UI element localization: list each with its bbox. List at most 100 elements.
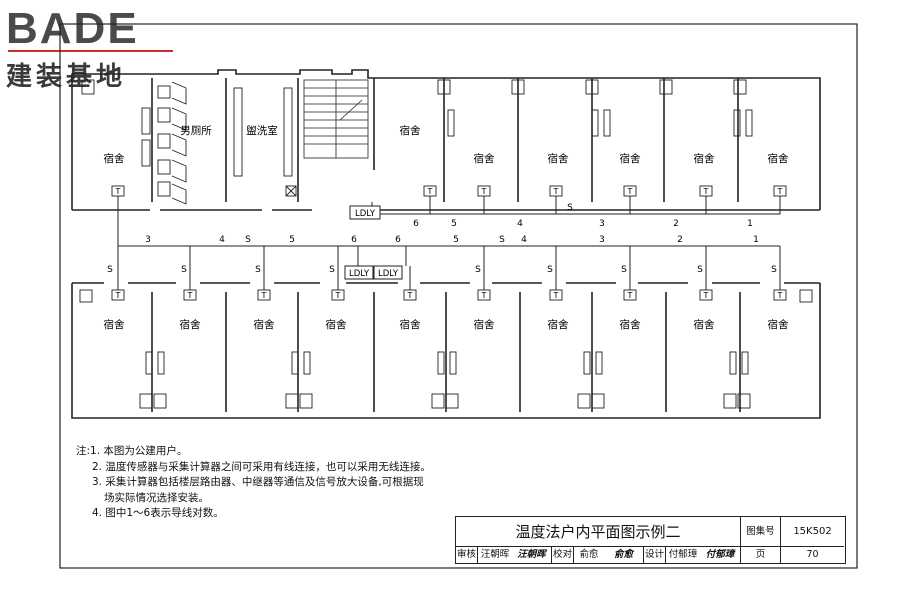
wire-count: 5 [453, 235, 459, 245]
sensor-label: T [777, 291, 783, 300]
toilet-fixtures [141, 81, 297, 205]
room-label: 宿舍 [548, 152, 569, 165]
sensor-label: T [481, 187, 487, 196]
sensor-label: T [261, 291, 267, 300]
sensor-group-top [111, 185, 787, 197]
review-label: 审核 [456, 547, 478, 563]
check-label: 校对 [552, 547, 574, 563]
collector-label: LDLY [355, 209, 376, 219]
wireless-mark: S [567, 203, 573, 213]
room-label-washroom: 盥洗室 [246, 124, 278, 137]
sensor-group-bottom [111, 289, 787, 301]
room-label: 宿舍 [694, 152, 715, 165]
sensor-label: T [427, 187, 433, 196]
sensor-label: T [481, 291, 487, 300]
wireless-mark: S [697, 265, 703, 275]
room-label: 宿舍 [694, 318, 715, 331]
logo-brand: BADE [6, 4, 139, 53]
room-label: 宿舍 [400, 124, 421, 137]
room-label: 宿舍 [768, 318, 789, 331]
sensor-label: T [115, 187, 121, 196]
wire-count: 5 [289, 235, 295, 245]
wire-count: 4 [219, 235, 225, 245]
reviewer-name: 汪朝晖 [480, 549, 510, 560]
building-walls [71, 69, 821, 419]
wireless-mark: S [107, 265, 113, 275]
room-label: 宿舍 [400, 318, 421, 331]
designer-name: 付郁璋 [668, 549, 698, 560]
collector-label: LDLY [378, 269, 399, 279]
wireless-mark: S [255, 265, 261, 275]
wire-count: 2 [677, 235, 683, 245]
note-item: 3. 采集计算器包括楼层路由器、中继器等通信及信号放大设备,可根据现 [92, 476, 424, 488]
wireless-mark: S [499, 235, 505, 245]
wireless-mark: S [771, 265, 777, 275]
wire-count: 3 [599, 235, 605, 245]
radiators [145, 109, 753, 375]
wire-count: 6 [413, 219, 419, 229]
sensor-label: T [703, 291, 709, 300]
note-item: 4. 图中1～6表示导线对数。 [92, 507, 224, 519]
designer-signature: 付郁璋 [700, 547, 741, 563]
logo-divider [8, 50, 173, 52]
room-label: 宿舍 [104, 152, 125, 165]
page-label: 页 [741, 547, 781, 563]
sensor-label: T [553, 291, 559, 300]
room-label: 宿舍 [620, 318, 641, 331]
title-block: 温度法户内平面图示例二 图集号 15K502 审核 汪朝晖 汪朝晖 校对 俞愈 … [455, 516, 846, 564]
wire-count: 5 [451, 219, 457, 229]
room-label: 宿舍 [474, 318, 495, 331]
notes-prefix: 注: [76, 445, 91, 457]
room-label: 宿舍 [548, 318, 569, 331]
sensor-label: T [115, 291, 121, 300]
note-item: 2. 温度传感器与采集计算器之间可采用有线连接，也可以采用无线连接。 [92, 460, 431, 473]
sensor-label: T [703, 187, 709, 196]
collectors [344, 205, 403, 280]
room-label: 宿舍 [180, 318, 201, 331]
staircase [303, 79, 369, 159]
sensor-label: T [627, 187, 633, 196]
wireless-mark: S [547, 265, 553, 275]
room-label: 宿舍 [474, 152, 495, 165]
windows [79, 79, 813, 409]
room-label: 宿舍 [326, 318, 347, 331]
sensor-label: T [335, 291, 341, 300]
sensor-label: T [407, 291, 413, 300]
reviewer-signature: 汪朝晖 [512, 547, 552, 563]
wire-count: 4 [521, 235, 527, 245]
checker-name: 俞愈 [579, 549, 599, 560]
sensor-label: T [777, 187, 783, 196]
wire-count: 1 [753, 235, 759, 245]
drawing-frame [59, 23, 858, 569]
page-number: 70 [806, 549, 819, 560]
atlas-number: 15K502 [781, 517, 844, 547]
wireless-mark: S [329, 265, 335, 275]
wire-count: 2 [673, 219, 679, 229]
wire-count: 4 [517, 219, 523, 229]
checker-signature: 俞愈 [604, 547, 644, 563]
wireless-mark: S [245, 235, 251, 245]
wire-count: 6 [351, 235, 357, 245]
collector-label: LDLY [349, 269, 370, 279]
wireless-mark: S [475, 265, 481, 275]
logo-tagline: 建装基地 [6, 62, 127, 92]
room-label-toilet: 男厕所 [180, 125, 212, 137]
drawing-title: 温度法户内平面图示例二 [456, 517, 741, 547]
wire-count: 1 [747, 219, 753, 229]
notes: 注:1. 本图为公建用户。 2. 温度传感器与采集计算器之间可采用有线连接，也可… [76, 444, 431, 522]
note-item: 场实际情况选择安装。 [104, 491, 209, 504]
sensor-label: T [553, 187, 559, 196]
room-label: 宿舍 [254, 318, 275, 331]
wire-count: 6 [395, 235, 401, 245]
room-label: 宿舍 [620, 152, 641, 165]
atlas-label: 图集号 [741, 517, 781, 547]
sensor-label: T [627, 291, 633, 300]
room-label: 宿舍 [768, 152, 789, 165]
wire-count: 3 [145, 235, 151, 245]
room-label: 宿舍 [104, 318, 125, 331]
sensor-label: T [187, 291, 193, 300]
wireless-mark: S [181, 265, 187, 275]
wireless-mark: S [621, 265, 627, 275]
design-label: 设计 [644, 547, 666, 563]
